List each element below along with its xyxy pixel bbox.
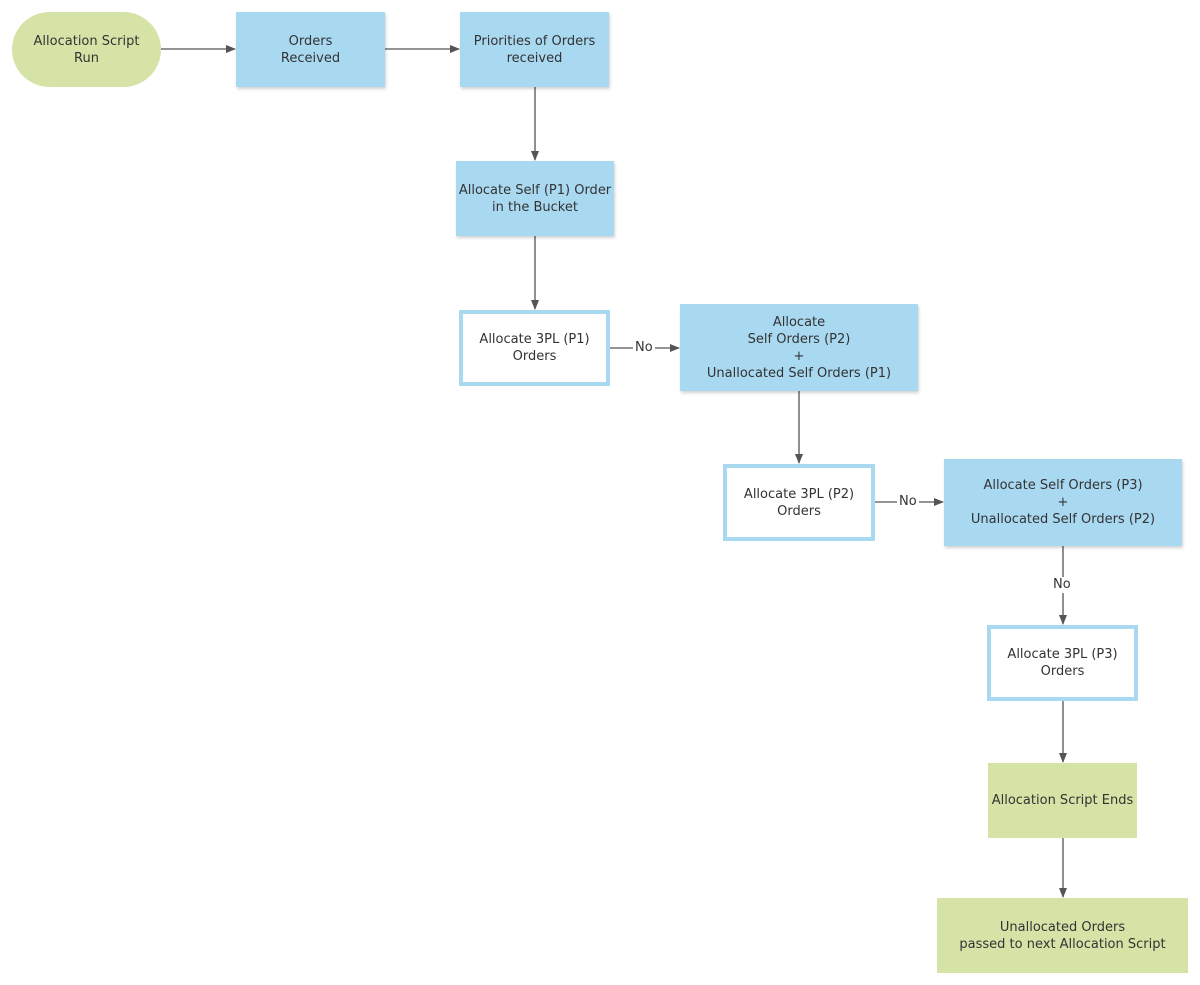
node-line: Unallocated Self Orders (P1) [706,365,892,381]
node-line: Allocate 3PL (P3) [1007,647,1118,662]
allocate-self-p2-node: Allocate Self Orders (P2) + Unallocated … [680,304,918,391]
node-line: received [506,50,563,66]
edge-label-no: No [897,494,919,510]
allocate-self-p3-node: Allocate Self Orders (P3) + Unallocated … [944,459,1182,546]
allocate-3pl-p1-node: Allocate 3PL (P1) Orders [459,310,610,386]
allocate-3pl-p2-node: Allocate 3PL (P2) Orders [723,464,875,541]
node-line: Allocation Script [33,33,140,49]
node-line: Allocate [772,314,826,330]
node-line: passed to next Allocation Script [959,936,1166,952]
node-line: Run [74,50,99,66]
start-terminal-node: Allocation Script Run [12,12,161,87]
node-line: Allocation Script Ends [991,793,1134,808]
node-line: Allocate 3PL (P1) [479,332,590,347]
allocate-self-p1-node: Allocate Self (P1) Order in the Bucket [456,161,614,236]
node-line: + [1057,495,1069,510]
node-line: Orders [777,503,821,519]
script-ends-node: Allocation Script Ends [988,763,1137,838]
edge-label-no: No [1051,577,1073,593]
node-line: Orders [1040,664,1085,679]
node-line: Orders [512,349,557,364]
edge-label-no: No [633,340,655,356]
node-line: Received [280,50,341,66]
priorities-node: Priorities of Orders received [460,12,609,87]
allocate-3pl-p3-node: Allocate 3PL (P3) Orders [987,625,1138,701]
node-line: Orders [288,33,333,49]
orders-received-node: Orders Received [236,12,385,87]
node-line: Allocate Self Orders (P3) [983,478,1143,493]
node-line: in the Bucket [492,199,578,215]
node-line: Self Orders (P2) [747,331,851,347]
node-line: Allocate Self (P1) Order [458,182,612,198]
node-line: Unallocated Orders [999,919,1126,935]
node-line: + [793,348,805,364]
node-line: Priorities of Orders [473,33,596,49]
node-line: Allocate 3PL (P2) [743,486,855,502]
node-line: Unallocated Self Orders (P2) [970,512,1156,527]
unallocated-orders-node: Unallocated Orders passed to next Alloca… [937,898,1188,973]
